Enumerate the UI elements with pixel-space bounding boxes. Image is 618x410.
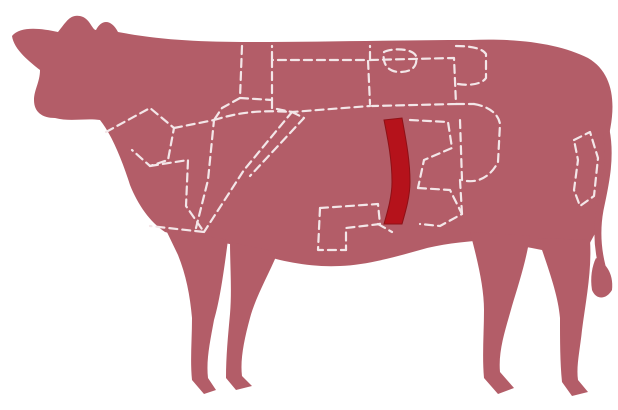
cow-tail-tuft: [591, 258, 612, 298]
cow-hind-leg-left: [470, 232, 530, 394]
cow-silhouette: [12, 16, 612, 396]
cow-front-leg-right: [226, 242, 278, 390]
cow-front-leg-left: [165, 228, 228, 394]
cow-body: [12, 16, 612, 267]
cow-hind-leg-right: [538, 238, 590, 396]
